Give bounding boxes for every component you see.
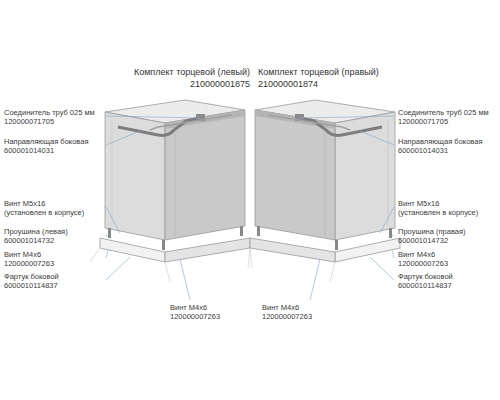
part-label: Винт М4х6 xyxy=(170,303,207,312)
part-label: 600001014031 xyxy=(4,146,54,155)
part-label: 120000007263 xyxy=(262,312,312,321)
part-label: 6000010114837 xyxy=(4,281,58,290)
part-label: Фартук боковой xyxy=(398,272,453,281)
part-label: Винт М4х6 xyxy=(262,303,299,312)
part-label: Фартук боковой xyxy=(4,272,59,281)
part-label: 600001014732 xyxy=(398,236,448,245)
kit-title: Комплект торцевой (левый) xyxy=(134,67,250,78)
kit-title: 210000001875 xyxy=(190,79,250,90)
part-label: Винт М5х16 xyxy=(4,199,45,208)
part-label: Винт М4х6 xyxy=(398,250,435,259)
part-label: 120000007263 xyxy=(170,312,220,321)
part-label: Соединитель труб 025 мм xyxy=(4,108,95,117)
part-label: Направляющая боковая xyxy=(398,137,483,146)
part-label: 120000007263 xyxy=(4,259,54,268)
part-label: 6000010114837 xyxy=(398,281,452,290)
part-label: Проушина (правая) xyxy=(398,227,466,236)
part-label: 600001014031 xyxy=(398,146,448,155)
part-label: 120000071705 xyxy=(4,117,54,126)
part-label: Направляющая боковая xyxy=(4,137,89,146)
part-label: Винт М4х6 xyxy=(4,250,41,259)
kit-title: Комплект торцевой (правый) xyxy=(258,67,379,78)
part-label: 600001014732 xyxy=(4,236,54,245)
part-label: (установлен в корпусе) xyxy=(398,208,478,217)
part-label: Винт М5х16 xyxy=(398,199,439,208)
part-label: Соединитель труб 025 мм xyxy=(398,108,489,117)
kit-title: 210000001874 xyxy=(258,79,318,90)
part-label: Проушина (левая) xyxy=(4,227,68,236)
part-label: 120000071705 xyxy=(398,117,448,126)
part-label: 120000007263 xyxy=(398,259,448,268)
part-label: (установлен в корпусе) xyxy=(4,208,84,217)
